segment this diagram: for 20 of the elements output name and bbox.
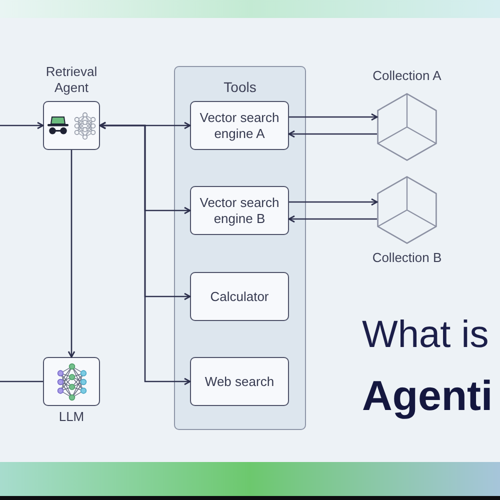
arrow xyxy=(288,215,377,223)
node-label: LLM xyxy=(58,409,84,425)
node-label: Collection A xyxy=(372,68,442,84)
node-label: Retrieval Agent xyxy=(44,64,98,96)
arrow xyxy=(0,122,44,130)
arrow xyxy=(289,198,378,206)
arrow xyxy=(68,150,76,358)
arrow xyxy=(99,122,191,386)
tool-box: Web search xyxy=(190,357,289,406)
tools-panel xyxy=(174,66,306,430)
tool-box: Calculator xyxy=(190,272,289,321)
node-label: Collection B xyxy=(372,250,442,266)
connector-line xyxy=(0,380,43,382)
tool-box: Vector search engine B xyxy=(190,186,289,235)
heading-text: Agenti xyxy=(362,372,493,420)
heading-text: What is xyxy=(362,313,489,357)
arrow xyxy=(289,113,378,121)
arrow xyxy=(288,130,377,138)
panel-title: Tools xyxy=(224,78,256,97)
tool-box: Vector search engine A xyxy=(190,101,289,150)
